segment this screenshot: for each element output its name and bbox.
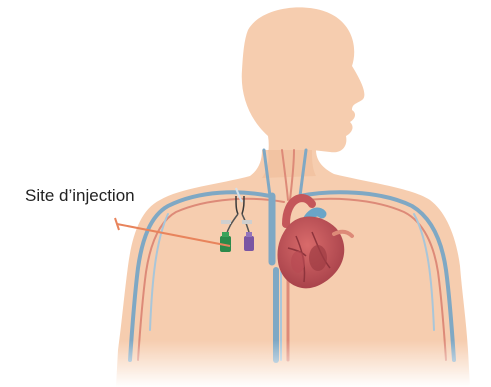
bottom-fade (0, 340, 491, 387)
catheter-clamp-right (242, 220, 252, 224)
catheter-hub-purple (244, 236, 254, 251)
catheter-clamp-left (221, 220, 231, 224)
catheter-hub-green-cap (222, 232, 229, 237)
neck-shadow (262, 150, 316, 178)
heart-ventricle-left (309, 245, 327, 271)
injection-site-label: Site d’injection (25, 186, 135, 206)
catheter-hub-purple-cap (246, 232, 252, 237)
heart-ventricle-right (291, 251, 305, 273)
